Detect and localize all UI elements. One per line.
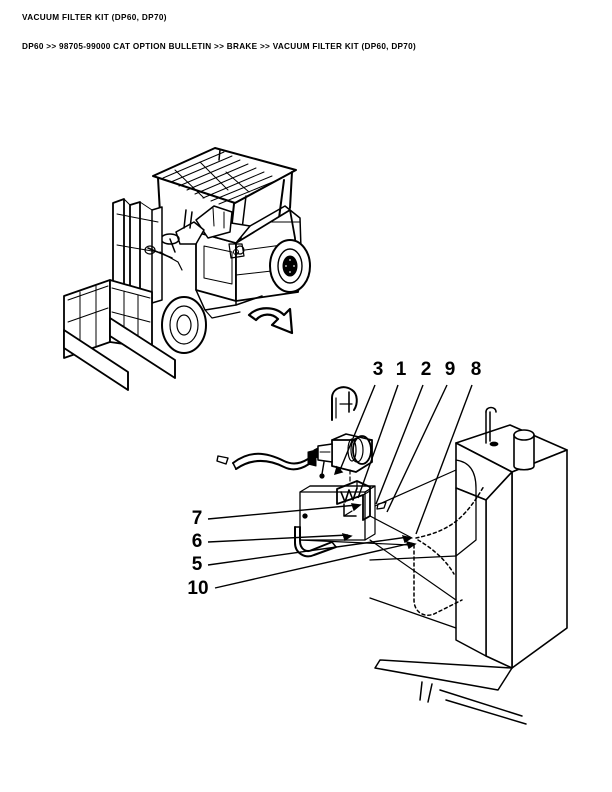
detail-view-arrow [247, 307, 294, 335]
tank-housing [455, 406, 568, 669]
detail-fork-tines [369, 555, 527, 725]
retaining-hook-clamp [331, 386, 358, 421]
callout-number-2: 2 [421, 359, 432, 380]
operator-compartment [160, 205, 245, 259]
callout-number-6: 6 [192, 531, 203, 552]
callout-leader-lines [207, 384, 473, 589]
callout-number-10: 10 [187, 578, 208, 599]
mounting-panel [299, 485, 376, 541]
fork-tines [63, 317, 176, 391]
callout-number-7: 7 [192, 508, 203, 529]
callout-numbers: 3 1 2 9 8 7 6 5 10 [187, 359, 481, 599]
hidden-hose-routing [413, 485, 485, 616]
callout-number-5: 5 [192, 554, 203, 575]
overhead-guard [152, 147, 297, 247]
callout-number-8: 8 [471, 359, 482, 380]
breadcrumb: DP60 >> 98705-99000 CAT OPTION BULLETIN … [22, 42, 417, 51]
front-drive-wheel [161, 296, 207, 354]
callout-number-3: 3 [373, 359, 384, 380]
callout-number-9: 9 [445, 359, 456, 380]
page-title: VACUUM FILTER KIT (DP60, DP70) [22, 13, 167, 22]
forklift-isometric-view [63, 147, 311, 391]
vacuum-filter-kit-detail [216, 386, 568, 725]
callout-number-1: 1 [396, 359, 407, 380]
rear-steer-wheel [269, 239, 311, 293]
vacuum-hose [216, 449, 317, 471]
